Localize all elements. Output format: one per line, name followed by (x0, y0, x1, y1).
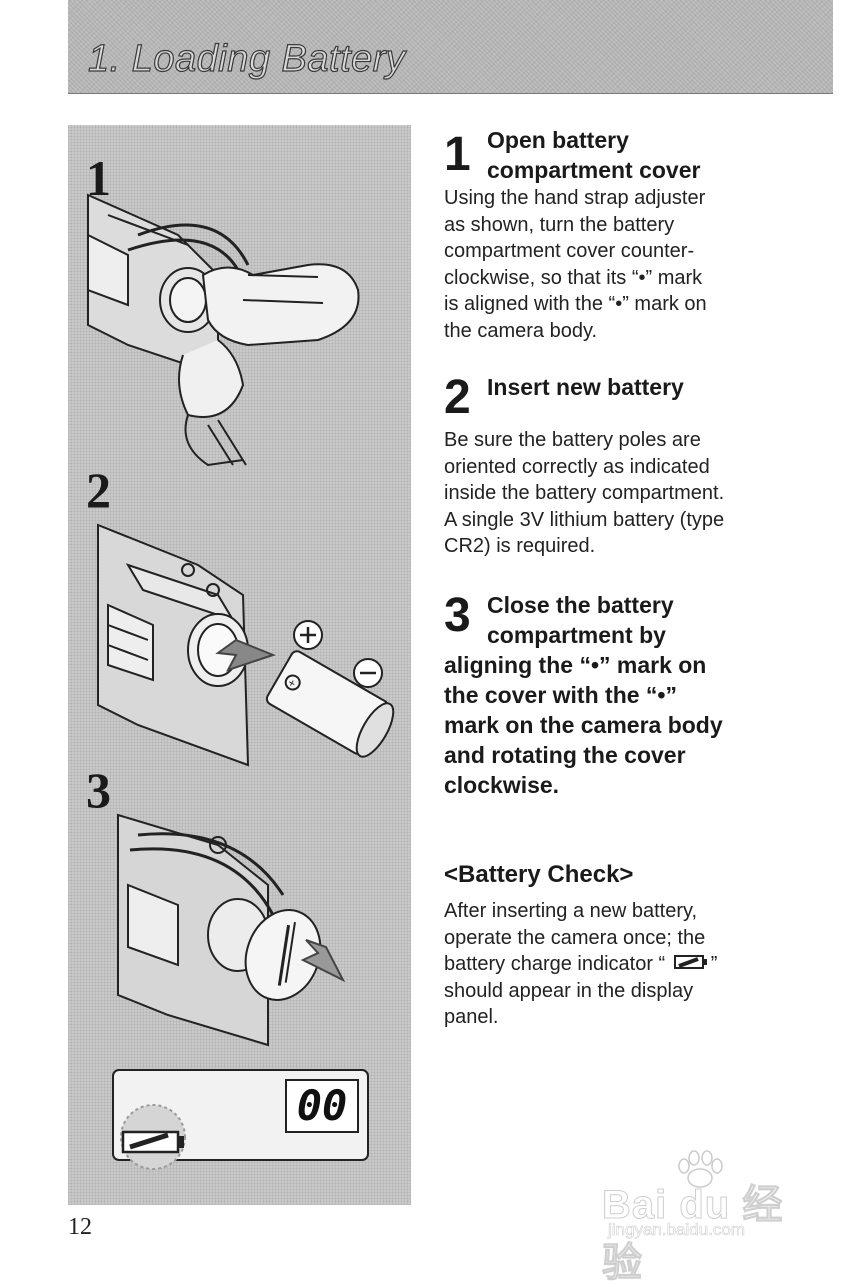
lcd-counter: 00 (296, 1081, 348, 1130)
step-1-line: the camera body. (444, 319, 598, 342)
watermark-sub: jingyan.baidu.com (608, 1220, 746, 1240)
step1-drawing (87, 193, 360, 467)
step-1-line: is aligned with the “•” mark on (444, 293, 707, 315)
step-3-title-line: clockwise. (444, 772, 560, 798)
step-2-title: Insert new battery (487, 374, 684, 400)
step-1-title-line1: Open battery (487, 127, 629, 153)
step-3-title-line1: Close the battery (487, 592, 674, 618)
step-2-line: inside the battery compartment. (444, 482, 725, 504)
battery-icon (673, 951, 708, 978)
step-3-title-line: mark on the camera body (444, 712, 723, 738)
step-2-line: Be sure the battery poles are (444, 429, 701, 451)
battery-check-line: should appear in the display (444, 979, 694, 1002)
step-3: 3 Close the battery compartment by align… (444, 590, 804, 800)
step2-drawing: + (97, 523, 395, 767)
camera-illustrations: + (87, 193, 395, 1170)
battery-check-heading: <Battery Check> (444, 861, 634, 888)
step-3-title-line: the cover with the “•” (444, 682, 677, 708)
step-2: 2 Insert new battery Be sure the battery… (444, 372, 804, 560)
step-1-line: clockwise, so that its “•” mark (444, 266, 703, 289)
illustration-panel: + (68, 125, 411, 1205)
battery-check-line-3-text: battery charge indicator “ (444, 953, 666, 975)
watermark-main: Bai du 经验 (602, 1183, 784, 1286)
battery-check-line: panel. (444, 1006, 499, 1029)
step-3-title-line2: compartment by (487, 622, 666, 648)
chapter-header: 1. Loading Battery (68, 0, 833, 94)
step-2-line: oriented correctly as indicated (444, 455, 710, 478)
step-1: 1 Open battery compartment cover Using t… (444, 125, 804, 344)
step-1-title-line2: compartment cover (487, 157, 701, 183)
step-1-line: Using the hand strap adjuster (444, 187, 706, 209)
step-3-title-line: aligning the “•” mark on (444, 652, 707, 678)
step-1-line: as shown, turn the battery (444, 213, 675, 236)
step-1-line: compartment cover counter- (444, 240, 695, 262)
paw-icon (678, 1150, 723, 1188)
step-3-title-line: and rotating the cover (444, 742, 686, 768)
step-1-number: 1 (444, 128, 471, 181)
chapter-title: 1. Loading Battery (87, 37, 406, 80)
lcd-display (112, 1069, 369, 1170)
baidu-watermark: Bai du 经验 jingyan.baidu.com (600, 1150, 810, 1286)
page-number: 12 (68, 1214, 92, 1240)
battery-check-line-3: battery charge indicator “ ” (444, 951, 804, 978)
battery-check-section: <Battery Check> After inserting a new ba… (444, 858, 804, 1031)
battery-check-line: operate the camera once; the (444, 926, 706, 949)
step-3-number: 3 (444, 589, 471, 642)
battery-check-quote-close: ” (710, 953, 718, 975)
battery-check-line: After inserting a new battery, (444, 900, 698, 922)
illustration-label-3: 3 (86, 762, 111, 818)
illustration-label-1: 1 (86, 150, 111, 206)
step3-drawing (117, 813, 346, 1047)
illustration-label-2: 2 (86, 462, 111, 518)
step-2-line: CR2) is required. (444, 535, 596, 557)
step-2-line: A single 3V lithium battery (type (444, 508, 725, 531)
step-2-number: 2 (444, 371, 471, 424)
